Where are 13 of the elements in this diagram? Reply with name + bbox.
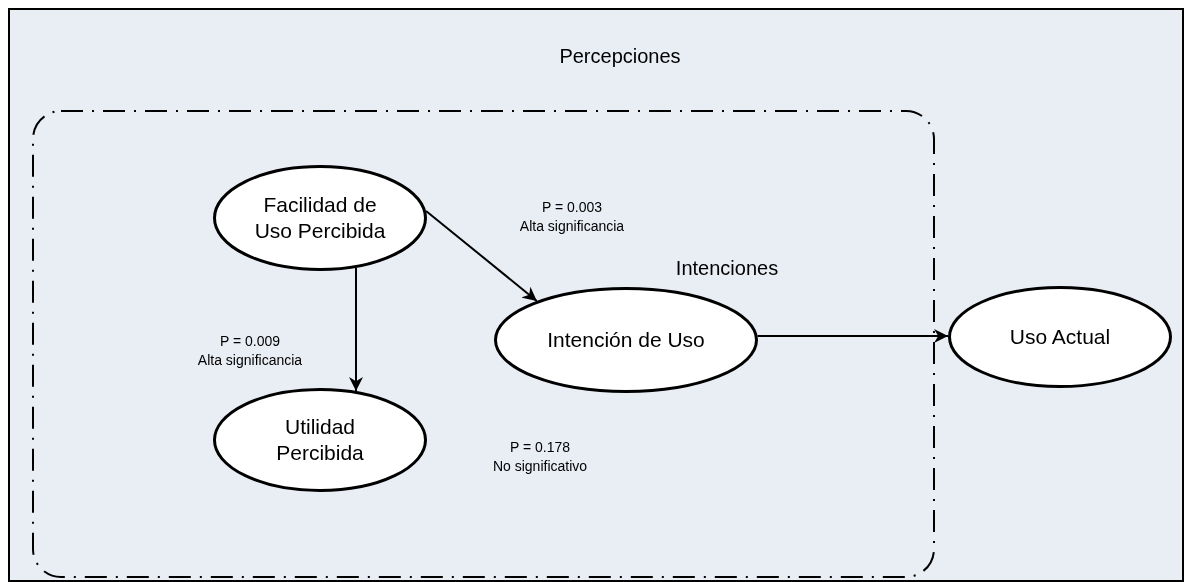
arrow <box>756 329 949 343</box>
node-label: Uso Actual <box>1008 323 1112 350</box>
arrow <box>425 209 538 302</box>
ellipse-node <box>948 286 1172 388</box>
node-label: Facilidad de Uso Percibida <box>253 191 387 244</box>
ellipse-node <box>213 165 427 271</box>
group-heading: Percepciones <box>559 44 681 68</box>
group-heading: Intenciones <box>675 256 779 280</box>
ellipse-node <box>494 287 758 393</box>
ellipse-node <box>213 388 427 492</box>
node-label: Intención de Uso <box>546 326 706 353</box>
arrow <box>349 266 363 393</box>
node-label: Utilidad Percibida <box>275 413 365 466</box>
